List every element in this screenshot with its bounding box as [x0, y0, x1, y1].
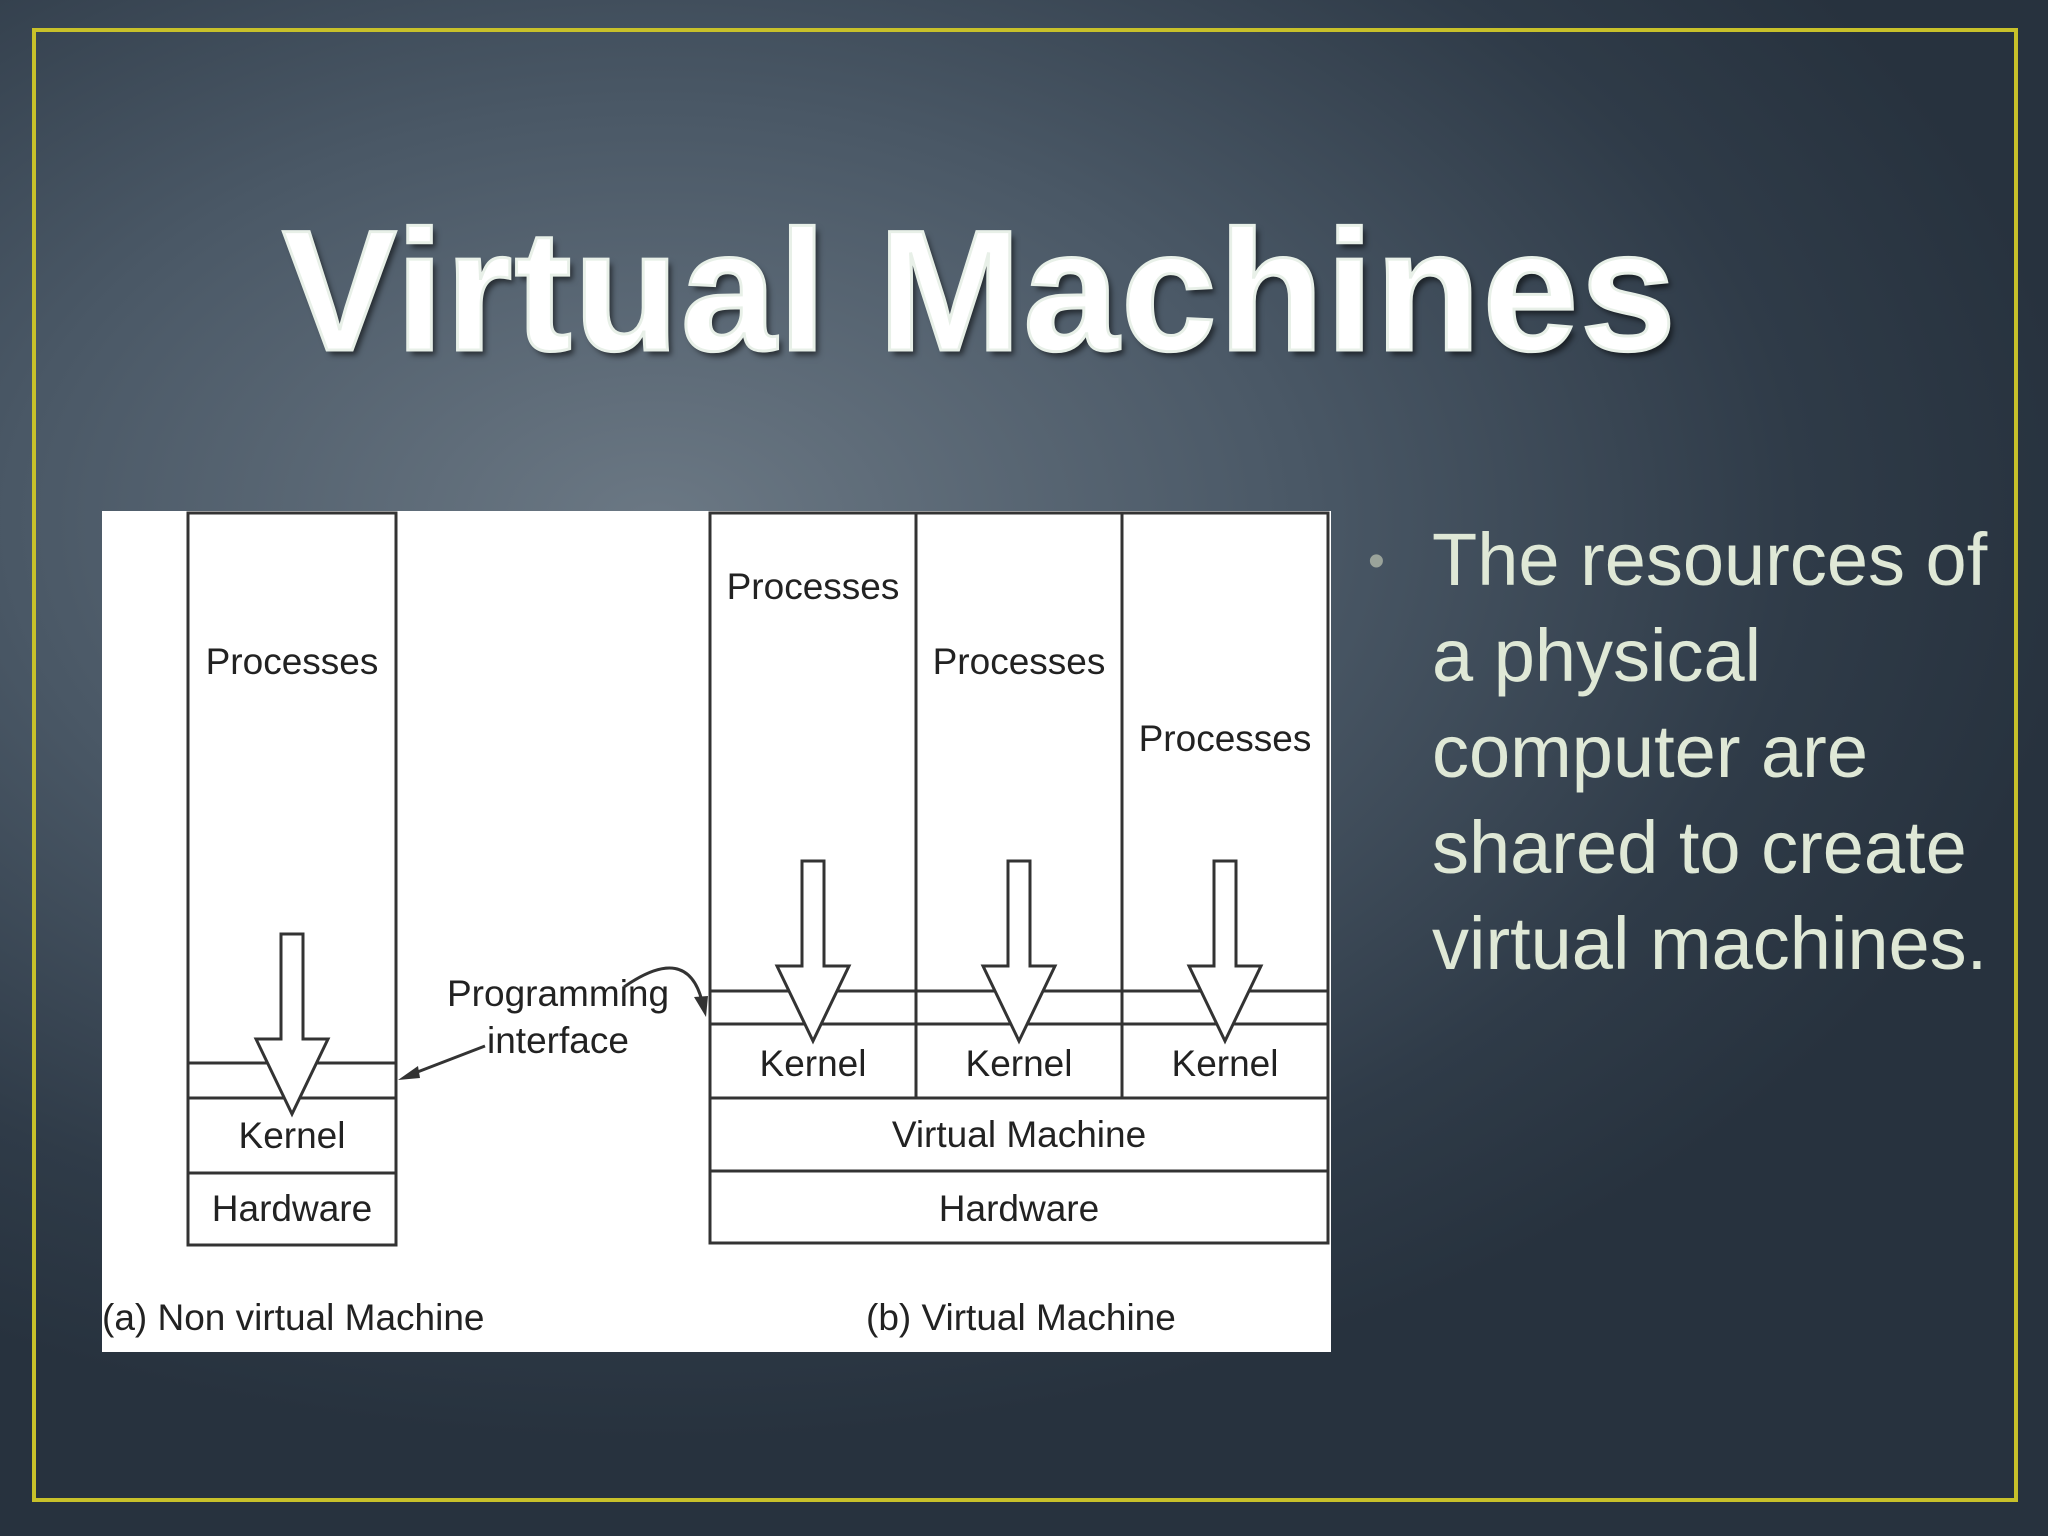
slide-title: Virtual Machines [281, 195, 1678, 387]
vm-diagram-svg: Processes Kernel Hardware Programming in… [102, 511, 1330, 1338]
down-arrow-icon [775, 859, 851, 1043]
programming-interface-callout: Programming interface [398, 966, 708, 1080]
interface-label-line1: Programming [447, 973, 669, 1014]
vm2-kernel-label: Kernel [966, 1043, 1073, 1084]
vm3-processes-label: Processes [1139, 718, 1312, 759]
vm2-processes-label: Processes [933, 641, 1106, 682]
non-virtual-processes-label: Processes [206, 641, 379, 682]
vm-diagram: Processes Kernel Hardware Programming in… [102, 511, 1331, 1352]
vm1-processes-label: Processes [727, 566, 900, 607]
arrowhead-left-icon [398, 1066, 420, 1080]
non-virtual-hardware-label: Hardware [212, 1188, 372, 1229]
non-virtual-kernel-label: Kernel [239, 1115, 346, 1156]
vm1-kernel-label: Kernel [760, 1043, 867, 1084]
down-arrow-icon [1187, 859, 1263, 1043]
non-virtual-outline [186, 511, 398, 1247]
virtual-outline [708, 511, 1330, 1245]
caption-non-virtual: (a) Non virtual Machine [102, 1297, 484, 1338]
arrowhead-right-icon [694, 996, 708, 1017]
caption-virtual: (b) Virtual Machine [866, 1297, 1176, 1338]
virtual-stack: Processes Processes Processes Kernel Ker… [708, 511, 1330, 1245]
bullet-item: The resources of a physical computer are… [1432, 518, 1988, 985]
virtual-machine-layer-label: Virtual Machine [892, 1114, 1146, 1155]
down-arrow-icon [254, 932, 330, 1116]
down-arrow-icon [981, 859, 1057, 1043]
virtual-hardware-label: Hardware [939, 1188, 1099, 1229]
bullet-dot-icon: • [1368, 535, 1385, 588]
interface-label-line2: interface [487, 1020, 629, 1061]
slide-frame [32, 28, 2018, 1502]
vm3-kernel-label: Kernel [1172, 1043, 1279, 1084]
non-virtual-stack: Processes Kernel Hardware [186, 511, 398, 1247]
